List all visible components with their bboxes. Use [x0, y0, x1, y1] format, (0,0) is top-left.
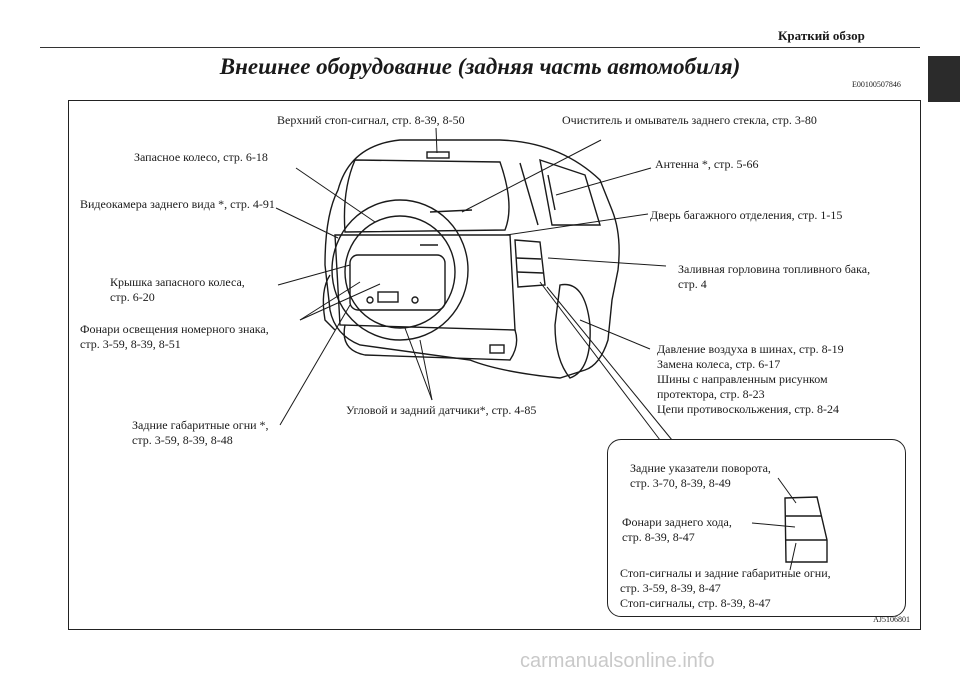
- label-rear-wiper: Очиститель и омыватель заднего стекла, с…: [562, 113, 817, 127]
- label-tires-line4: протектора, стр. 8-23: [657, 387, 765, 401]
- label-sensors: Угловой и задний датчики*, стр. 4-85: [346, 403, 537, 417]
- chapter-tab: [928, 56, 960, 102]
- label-rear-camera: Видеокамера заднего вида *, стр. 4-91: [80, 197, 275, 211]
- label-top-brake-light: Верхний стоп-сигнал, стр. 8-39, 8-50: [277, 113, 465, 127]
- watermark: carmanualsonline.info: [520, 650, 715, 672]
- label-plate-lights-line1: Фонари освещения номерного знака,: [80, 322, 269, 336]
- label-spare-cover: Крышка запасного колеса, стр. 6-20: [110, 275, 245, 305]
- label-tailgate: Дверь багажного отделения, стр. 1-15: [650, 208, 843, 222]
- label-rear-side-lights-line2: стр. 3-59, 8-39, 8-48: [132, 433, 233, 447]
- inset-label-turn-line1: Задние указатели поворота,: [630, 461, 771, 475]
- label-fuel-filler-line1: Заливная горловина топливного бака,: [678, 262, 871, 276]
- label-antenna: Антенна *, стр. 5-66: [655, 157, 759, 171]
- label-fuel-filler: Заливная горловина топливного бака, стр.…: [678, 262, 870, 292]
- section-header: Краткий обзор: [778, 28, 865, 43]
- inset-label-stop-line2: стр. 3-59, 8-39, 8-47: [620, 581, 721, 595]
- label-tires-line3: Шины с направленным рисунком: [657, 372, 828, 386]
- label-rear-side-lights-line1: Задние габаритные огни *,: [132, 418, 269, 432]
- label-plate-lights-line2: стр. 3-59, 8-39, 8-51: [80, 337, 181, 351]
- inset-label-stop-line3: Стоп-сигналы, стр. 8-39, 8-47: [620, 596, 771, 610]
- inset-label-reverse-line2: стр. 8-39, 8-47: [622, 530, 695, 544]
- figure-code: AJ5106801: [873, 615, 910, 624]
- label-spare-cover-line2: стр. 6-20: [110, 290, 155, 304]
- inset-label-stop: Стоп-сигналы и задние габаритные огни, с…: [620, 566, 831, 611]
- label-plate-lights: Фонари освещения номерного знака, стр. 3…: [80, 322, 269, 352]
- label-fuel-filler-line2: стр. 4: [678, 277, 707, 291]
- inset-label-reverse: Фонари заднего хода, стр. 8-39, 8-47: [622, 515, 732, 545]
- label-tires-line2: Замена колеса, стр. 6-17: [657, 357, 781, 371]
- inset-label-turn-line2: стр. 3-70, 8-39, 8-49: [630, 476, 731, 490]
- inset-label-stop-line1: Стоп-сигналы и задние габаритные огни,: [620, 566, 831, 580]
- page-title: Внешнее оборудование (задняя часть автом…: [219, 54, 741, 79]
- label-tires-line1: Давление воздуха в шинах, стр. 8-19: [657, 342, 844, 356]
- header-rule: [40, 47, 920, 48]
- label-spare-wheel: Запасное колесо, стр. 6-18: [134, 150, 268, 164]
- label-spare-cover-line1: Крышка запасного колеса,: [110, 275, 245, 289]
- illustration-frame: [68, 100, 921, 630]
- label-tires-line5: Цепи противоскольжения, стр. 8-24: [657, 402, 840, 416]
- rear-lamp-inset: [607, 439, 906, 617]
- label-tires: Давление воздуха в шинах, стр. 8-19 Заме…: [657, 342, 844, 417]
- label-rear-side-lights: Задние габаритные огни *, стр. 3-59, 8-3…: [132, 418, 269, 448]
- inset-label-turn: Задние указатели поворота, стр. 3-70, 8-…: [630, 461, 771, 491]
- inset-label-reverse-line1: Фонари заднего хода,: [622, 515, 732, 529]
- document-code: E00100507846: [852, 80, 901, 89]
